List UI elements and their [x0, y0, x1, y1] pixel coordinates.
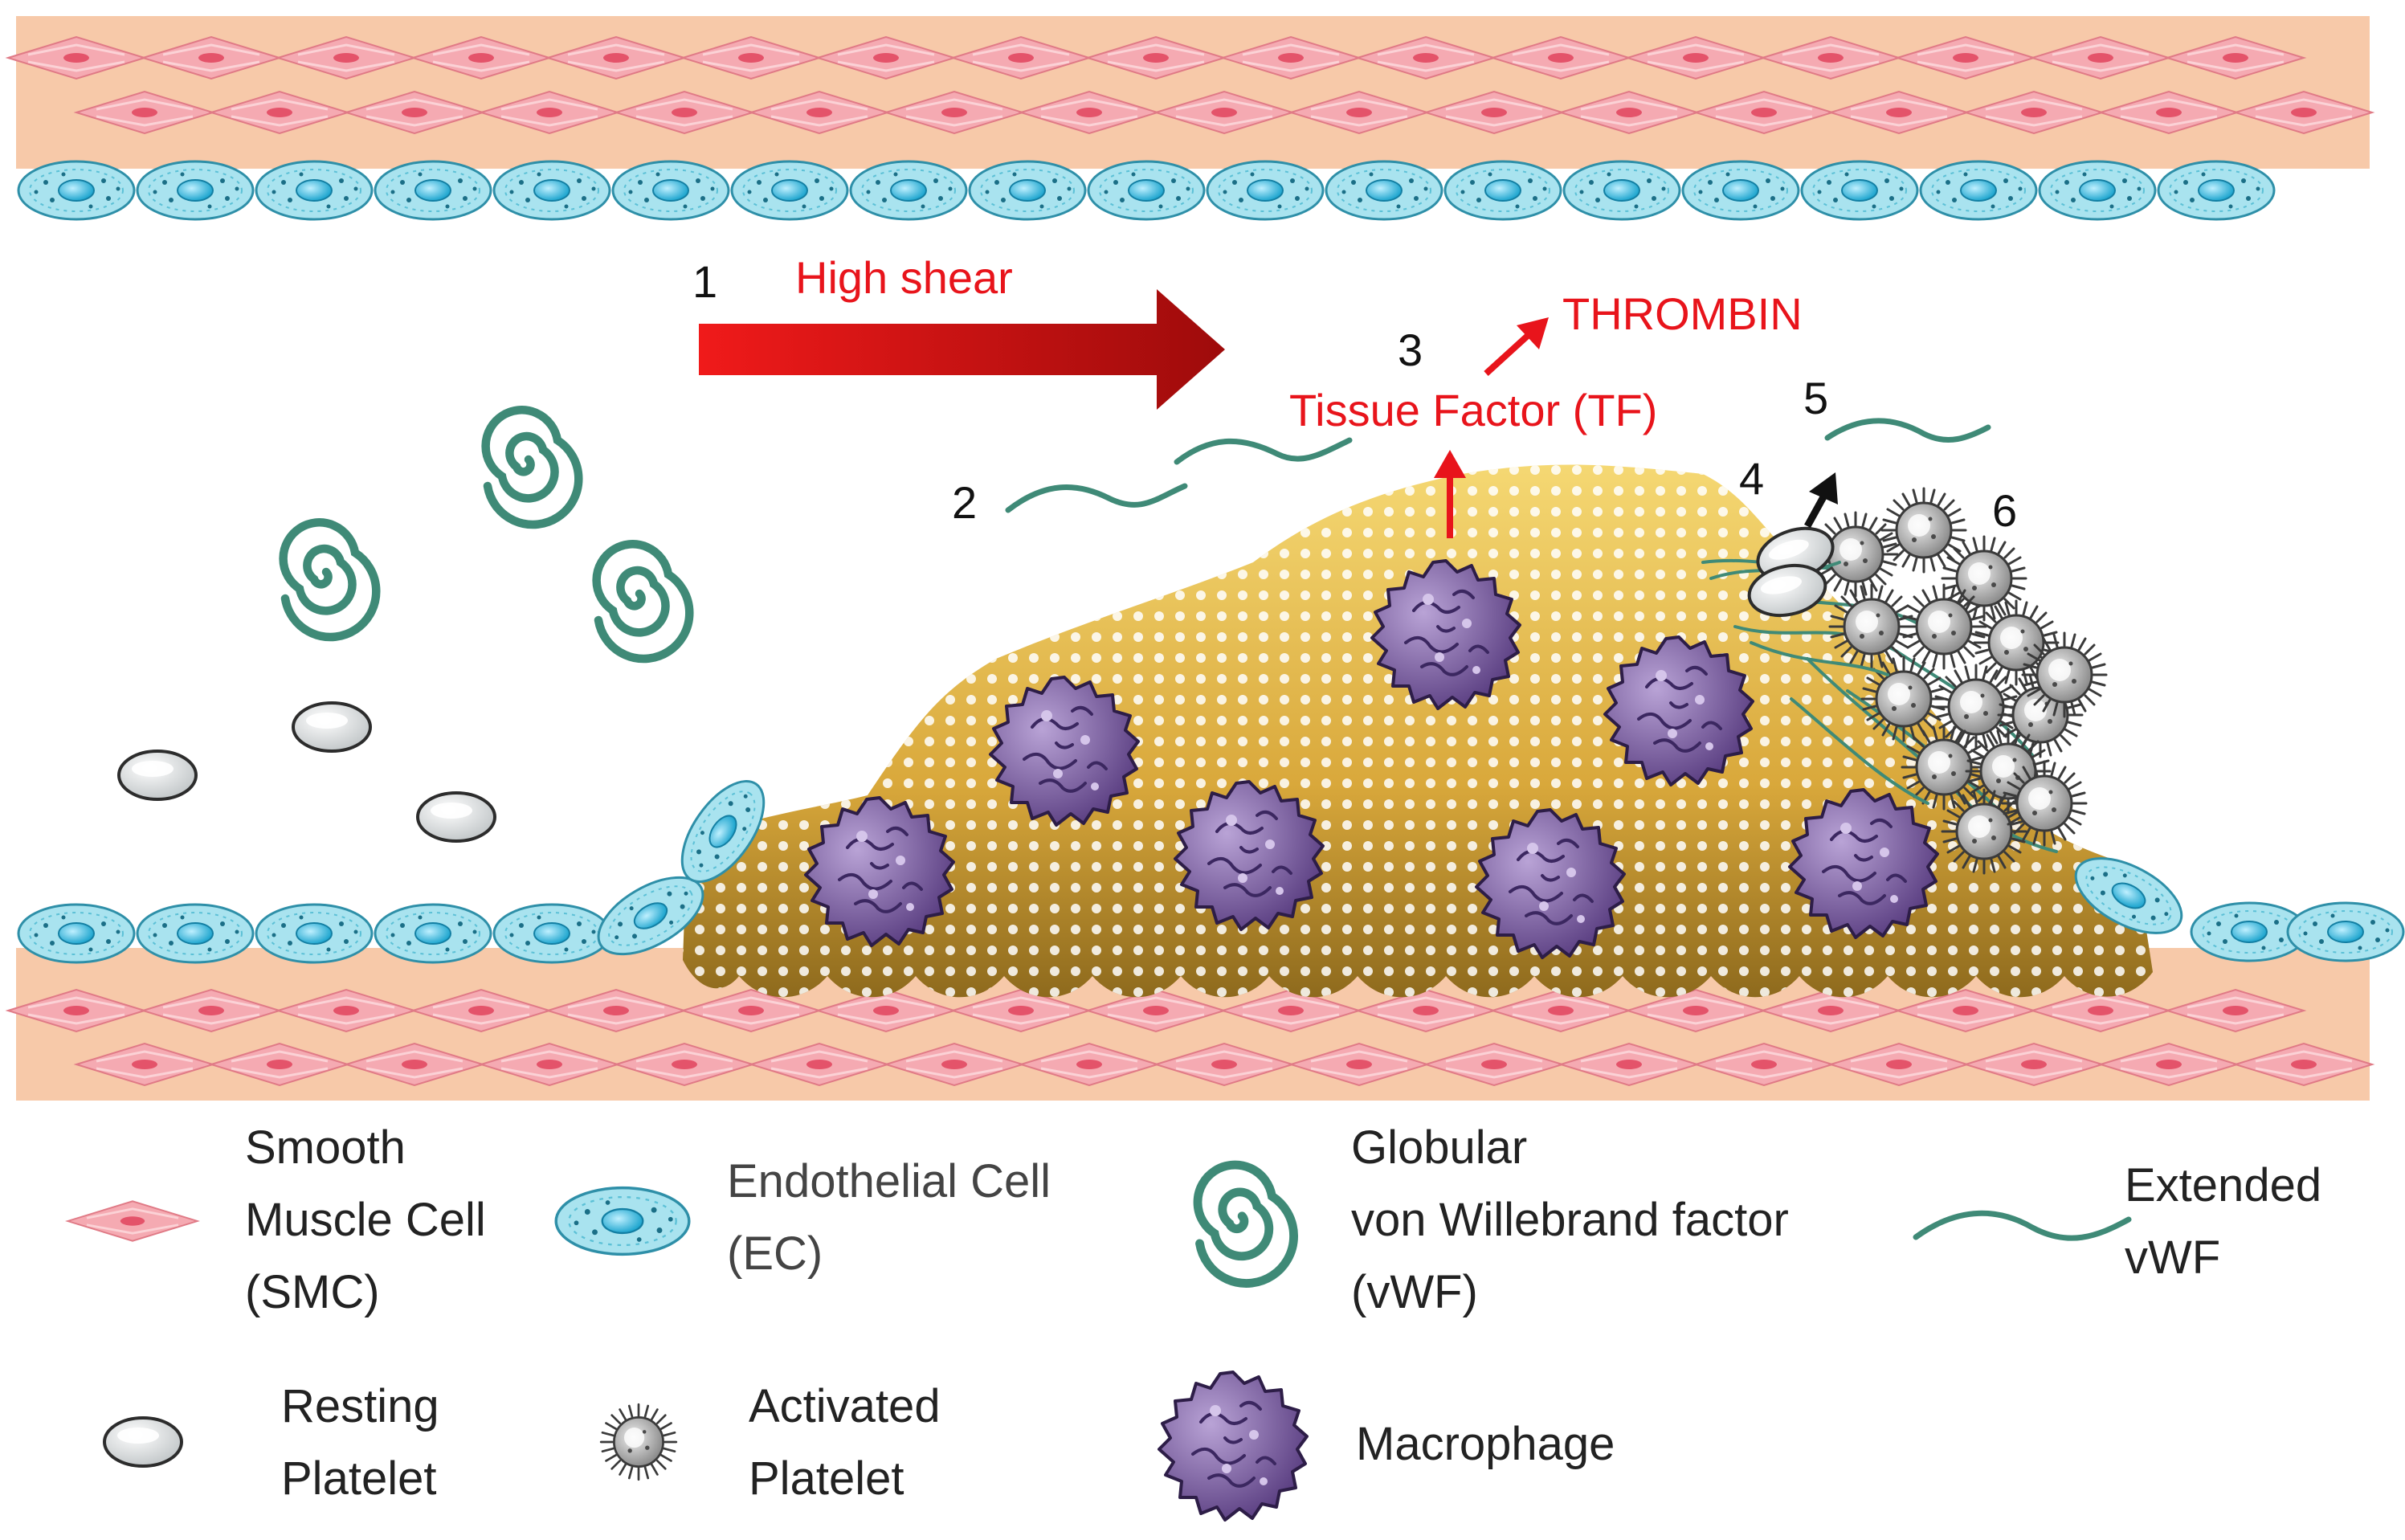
legend-smc-line1: Smooth [245, 1121, 406, 1174]
step-5-label: 5 [1803, 373, 1828, 423]
high-shear-label: High shear [795, 252, 1013, 303]
endothelial-cell-icon [1325, 160, 1443, 221]
endothelial-cell-icon [255, 160, 374, 221]
endothelial-cell-icon [374, 903, 492, 964]
legend-smc-line3: (SMC) [245, 1266, 380, 1318]
legend-macrophage-label: Macrophage [1356, 1418, 1615, 1470]
endothelial-cell-icon [849, 160, 968, 221]
extended-vwf-icon [1824, 418, 1991, 443]
tf-up-arrow [1434, 450, 1466, 538]
endothelial-cell-icon [2286, 901, 2405, 962]
activated-platelet-icon [1828, 583, 1915, 670]
endothelial-cell-icon [17, 160, 136, 221]
activated-platelet-icon [2001, 760, 2088, 847]
endothelial-cell-icon [2157, 160, 2276, 221]
platelet-aggregate [1701, 487, 2108, 875]
endothelial-cell-icon [1919, 160, 2038, 221]
endothelial-cell-icon [136, 160, 255, 221]
endothelial-cell-icon [1206, 160, 1325, 221]
tissue-factor-label: Tissue Factor (TF) [1289, 385, 1657, 435]
legend-activated-platelet-icon [599, 1403, 678, 1481]
step-4-label: 4 [1739, 453, 1764, 504]
high-shear-arrow [699, 289, 1225, 410]
legend-rp-line2: Platelet [281, 1452, 436, 1505]
activated-platelet-icon [2021, 631, 2108, 718]
endothelial-cell-icon [1087, 160, 1206, 221]
legend-macrophage-icon [1158, 1370, 1309, 1522]
legend-rp-line1: Resting [281, 1380, 439, 1432]
legend-gvwf-line3: (vWF) [1351, 1266, 1478, 1318]
globular-vwf-icon [284, 522, 377, 637]
endothelial-cell-icon [1800, 160, 1919, 221]
extended-vwf-icon [1174, 437, 1353, 465]
resting-platelet-icon [117, 750, 198, 801]
extended-vwf-icon [1005, 483, 1188, 513]
step-3-label: 3 [1398, 325, 1423, 375]
lumen-resting-platelets [117, 701, 496, 843]
globular-vwf-icon [597, 544, 690, 659]
legend-smooth-muscle-cell-icon [66, 1199, 199, 1243]
step-1-label: 1 [692, 256, 717, 307]
globular-vwf-icon [486, 410, 579, 525]
legend-ap-line2: Platelet [749, 1452, 904, 1505]
endothelial-cell-icon [1562, 160, 1681, 221]
legend-ap-line1: Activated [749, 1380, 941, 1432]
upper-vessel-wall [6, 16, 2374, 221]
legend-endothelial-cell-icon [554, 1186, 691, 1256]
legend-resting-platelet-icon [103, 1416, 183, 1468]
endothelial-cell-icon [730, 160, 849, 221]
endothelial-cell-icon [611, 160, 730, 221]
endothelial-cell-icon [1681, 160, 1800, 221]
legend-smc-line2: Muscle Cell [245, 1194, 486, 1246]
endothelial-cell-icon [136, 903, 255, 964]
legend: Smooth Muscle Cell (SMC) Endothelial Cel… [66, 1121, 2321, 1522]
legend-extended-vwf-icon [1913, 1210, 2132, 1241]
endothelial-cell-icon [492, 903, 611, 964]
endothelial-cell-icon [255, 903, 374, 964]
resting-platelet-icon [292, 701, 372, 753]
legend-evwf-line2: vWF [2125, 1232, 2220, 1284]
legend-ec-line1: Endothelial Cell [727, 1155, 1051, 1207]
lumen-extended-vwf [1005, 418, 1991, 513]
endothelial-cell-icon [492, 160, 611, 221]
endothelial-cell-icon [374, 160, 492, 221]
thrombin-label: THROMBIN [1562, 288, 1803, 339]
step-6-label: 6 [1992, 485, 2017, 536]
endothelial-cell-icon [1443, 160, 1562, 221]
legend-evwf-line1: Extended [2125, 1159, 2321, 1211]
legend-ec-line2: (EC) [727, 1228, 823, 1280]
step-2-label: 2 [952, 477, 977, 528]
thrombin-arrow [1484, 317, 1549, 376]
legend-gvwf-line2: von Willebrand factor [1351, 1194, 1789, 1246]
vwf-release-arrow [1804, 472, 1838, 529]
legend-globular-vwf-icon [1198, 1165, 1294, 1283]
legend-gvwf-line1: Globular [1351, 1121, 1527, 1174]
activated-platelet-icon [1901, 583, 1987, 670]
endothelial-cell-icon [17, 903, 136, 964]
endothelial-cell-icon [968, 160, 1087, 221]
resting-platelet-icon [416, 791, 496, 843]
endothelial-cell-icon [2038, 160, 2157, 221]
lumen-globular-vwf [284, 410, 690, 659]
